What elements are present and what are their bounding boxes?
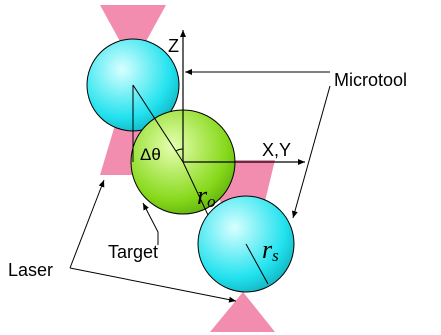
- delta-theta-label: Δθ: [140, 145, 161, 164]
- xy-axis-label: X,Y: [262, 140, 291, 160]
- laser-pointer-bottom: [69, 267, 237, 303]
- z-axis-label: Z: [168, 36, 179, 56]
- angle-arc: [175, 148, 184, 152]
- r-o-label: ro: [197, 181, 216, 211]
- radius-line-sphere: [245, 243, 269, 285]
- target-pointer: [142, 202, 159, 245]
- target-label: Target: [108, 242, 158, 262]
- microtool-pointer-bottom: [292, 85, 331, 219]
- r-s-label: rs: [262, 235, 279, 265]
- laser-label: Laser: [8, 260, 53, 280]
- center-line-top: [132, 84, 184, 163]
- radius-line-target: [182, 161, 209, 216]
- microtool-label: Microtool: [334, 70, 407, 90]
- laser-pointer-top: [69, 179, 105, 269]
